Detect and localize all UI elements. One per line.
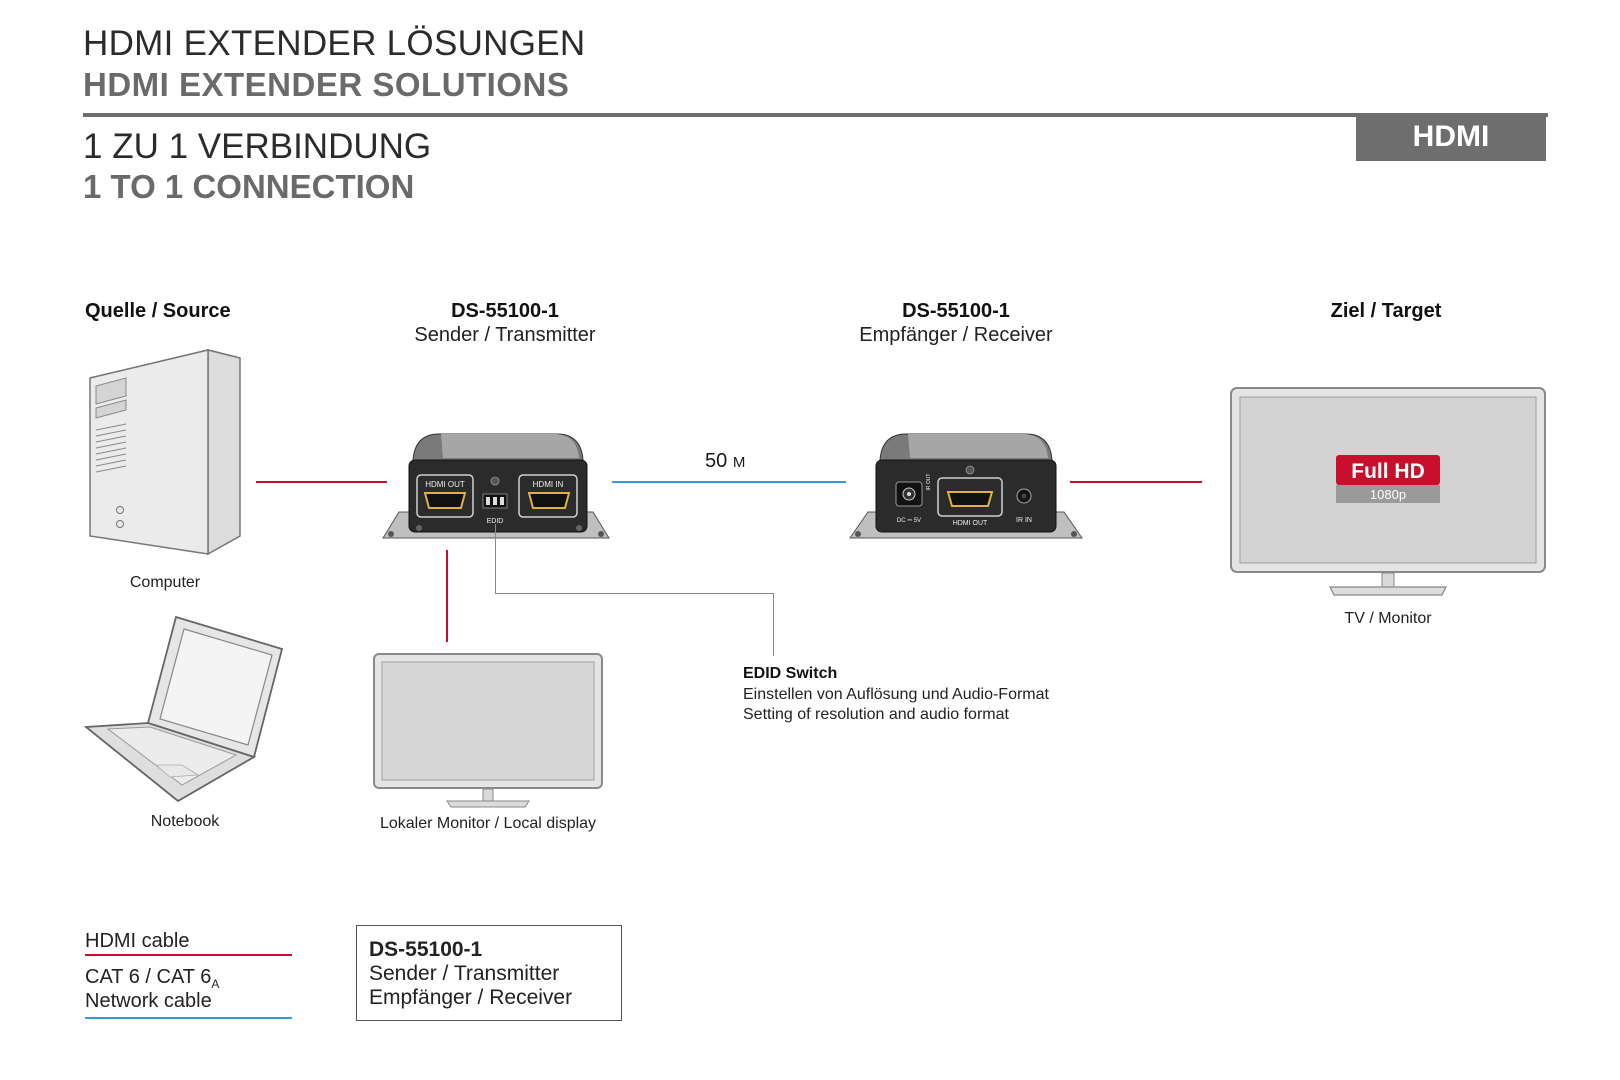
full-hd-text: Full HD: [1351, 460, 1425, 483]
edid-pointer-drop: [773, 593, 774, 656]
hdmi-cable-target: [1070, 481, 1202, 483]
receiver-device: DC ⎓ 5V HDMI OUT IR IN IR OUT: [849, 433, 1083, 539]
local-monitor-label: Lokaler Monitor / Local display: [379, 815, 597, 832]
port-ir-out: IR OUT: [926, 474, 932, 491]
legend-network-label: Network cable: [85, 990, 212, 1012]
tv-label: TV / Monitor: [1344, 610, 1432, 627]
legend-cat-prefix: CAT 6 / CAT 6: [85, 966, 212, 988]
model-box-model: DS-55100-1: [369, 938, 483, 961]
subtitle-german: 1 ZU 1 VERBINDUNG: [83, 127, 432, 166]
computer-label: Computer: [129, 574, 201, 591]
port-hdmi-in: HDMI IN: [533, 480, 564, 489]
model-box-tx: Sender / Transmitter: [369, 962, 560, 985]
transmitter-device: HDMI OUT HDMI IN EDID: [382, 433, 610, 539]
source-heading: Quelle / Source: [85, 300, 231, 322]
legend-hdmi-line: [85, 954, 292, 956]
receiver-role: Empfänger / Receiver: [859, 324, 1053, 346]
model-box: DS-55100-1 Sender / Transmitter Empfänge…: [356, 925, 622, 1021]
port-hdmi-out-rx: HDMI OUT: [953, 520, 988, 527]
transmitter-model: DS-55100-1: [451, 300, 559, 322]
distance-unit: M: [732, 454, 746, 471]
distance-value: 50: [705, 450, 728, 472]
model-box-rx: Empfänger / Receiver: [369, 986, 573, 1009]
edid-switch-line-de: Einstellen von Auflösung und Audio-Forma…: [743, 686, 1049, 703]
hdmi-badge: HDMI: [1356, 113, 1546, 161]
port-dc: DC ⎓ 5V: [897, 518, 921, 524]
edid-pointer-vertical: [495, 524, 496, 593]
edid-switch-line-en: Setting of resolution and audio format: [743, 706, 1009, 723]
subtitle-english: 1 TO 1 CONNECTION: [83, 168, 415, 205]
transmitter-role: Sender / Transmitter: [414, 324, 596, 346]
hdmi-cable-local: [446, 550, 448, 642]
notebook-icon: [83, 615, 284, 803]
title-german: HDMI EXTENDER LÖSUNGEN: [83, 24, 586, 63]
port-hdmi-out: HDMI OUT: [425, 480, 465, 489]
local-monitor-icon: [373, 653, 603, 808]
title-english: HDMI EXTENDER SOLUTIONS: [83, 66, 570, 103]
header-rule: [83, 113, 1548, 117]
network-cable: [612, 481, 846, 483]
computer-icon: [89, 349, 241, 556]
target-heading: Ziel / Target: [1330, 300, 1442, 322]
legend-cat-label: CAT 6 / CAT 6A: [85, 966, 219, 991]
legend-cat-sub: A: [211, 977, 220, 991]
port-edid: EDID: [487, 518, 504, 525]
hdmi-cable-source: [256, 481, 387, 483]
resolution-text: 1080p: [1370, 487, 1406, 502]
legend-hdmi-label: HDMI cable: [85, 930, 190, 952]
edid-switch-title: EDID Switch: [743, 665, 838, 682]
port-ir-in: IR IN: [1016, 517, 1032, 524]
tv-icon: Full HD 1080p: [1230, 387, 1546, 596]
receiver-model: DS-55100-1: [902, 300, 1010, 322]
distance-label: 50 M: [705, 450, 745, 473]
edid-pointer-horizontal: [495, 593, 773, 594]
notebook-label: Notebook: [150, 813, 220, 830]
legend-network-line: [85, 1017, 292, 1019]
